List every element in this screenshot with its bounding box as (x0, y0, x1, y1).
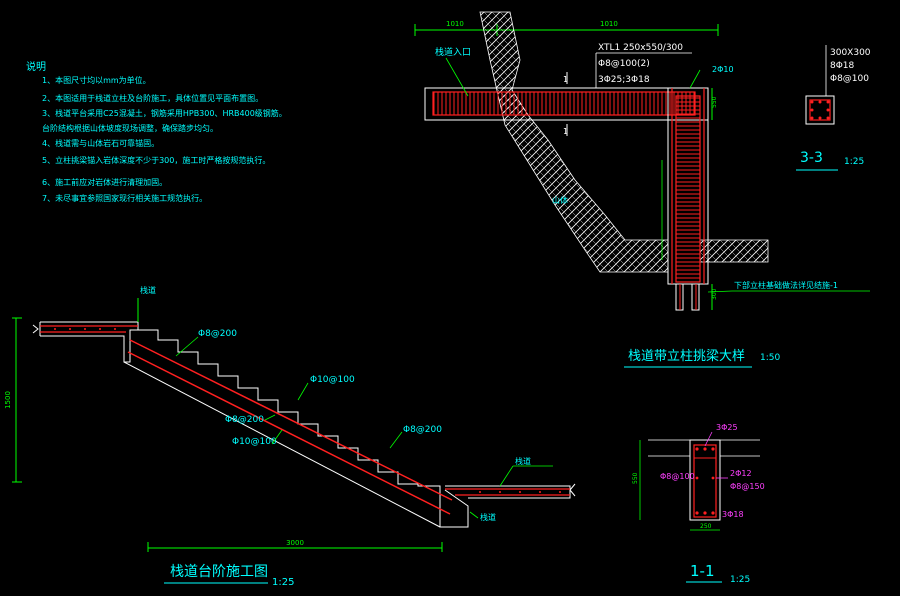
dim-vertical: 1500 (4, 317, 22, 483)
section11-bottom: 3Φ18 (722, 510, 744, 519)
label-stair-bottom: 栈道 (515, 456, 531, 466)
note-item: 2、本图适用于栈道立柱及台阶施工，具体位置见平面布置图。 (42, 93, 263, 103)
column-section (805, 95, 835, 125)
stair-section: 栈道 Φ8@200 Φ10@100 Φ8@200 Φ10@100 Φ8@200 … (4, 285, 576, 588)
rebar-label: Φ8@200 (225, 415, 264, 425)
section11-right: 2Φ12 (730, 469, 752, 478)
beam-detail: 1010 1010 1 1 栈道入口 XTL1 250x550/300 Φ8@1… (414, 11, 870, 368)
section11-dim-width: 250 (700, 523, 712, 530)
note-item: 台阶结构根据山体坡度现场调整，确保踏步均匀。 (42, 123, 218, 133)
section33-spec: Φ8@100 (830, 74, 869, 84)
design-notes: 说明 1、本图尺寸均以mm为单位。 2、本图适用于栈道立柱及台阶施工，具体位置见… (26, 60, 287, 203)
section-3-3: 300X300 8Φ18 Φ8@100 3-3 1:25 (796, 45, 871, 171)
beam-title: 栈道带立柱挑梁大样 (628, 349, 745, 364)
stair-rebar-bottom (127, 351, 451, 515)
beam-spec: XTL1 250x550/300 (598, 43, 683, 53)
rebar-label: Φ8@200 (403, 425, 442, 435)
section11-right: Φ8@150 (730, 482, 765, 491)
beam-scale: 1:50 (760, 353, 780, 363)
label-mountain: 山体 (552, 195, 568, 205)
section33-title: 3-3 (800, 150, 823, 166)
section33-spec: 8Φ18 (830, 61, 855, 71)
label-entrance: 栈道入口 (435, 46, 471, 58)
label-stair-bottom: 栈道 (480, 512, 496, 522)
stair-rebar-top (129, 339, 453, 501)
section11-title: 1-1 (690, 562, 715, 580)
section11-top: 3Φ25 (716, 423, 738, 432)
label-stair-top: 栈道 (140, 285, 156, 295)
dim-left: 1010 (446, 20, 464, 28)
dim-vertical-text: 1500 (4, 391, 12, 409)
note-item: 5、立柱挑梁锚入岩体深度不少于300，施工时严格按规范执行。 (42, 155, 270, 165)
section33-spec: 300X300 (830, 48, 871, 58)
notes-title: 说明 (26, 60, 46, 73)
stair-scale: 1:25 (272, 577, 294, 588)
dim-horizontal-text: 3000 (286, 539, 304, 547)
note-item: 7、未尽事宜参照国家现行相关施工规范执行。 (42, 193, 207, 203)
dim-side: 550 (711, 96, 718, 108)
section-1-1: 3Φ25 Φ8@100 2Φ12 Φ8@150 3Φ18 550 250 1-1… (632, 423, 765, 585)
note-item: 3、栈道平台采用C25混凝土，钢筋采用HPB300、HRB400级钢筋。 (42, 108, 287, 118)
beam-spec: 3Φ25;3Φ18 (598, 75, 650, 85)
beam-spec: Φ8@100(2) (598, 59, 650, 69)
section-marker: 1 (563, 127, 568, 136)
note-item: 1、本图尺寸均以mm为单位。 (42, 75, 151, 85)
section11-left: Φ8@100 (660, 472, 695, 481)
dim-right: 1010 (600, 20, 618, 28)
beam-spec: 2Φ10 (712, 65, 734, 74)
note-item: 4、栈道需与山体岩石可靠锚固。 (42, 138, 159, 148)
section-marker: 1 (563, 75, 568, 84)
beam-section (689, 439, 721, 521)
note-item: 6、施工前应对岩体进行清理加固。 (42, 177, 167, 187)
stair-title: 栈道台阶施工图 (170, 564, 268, 580)
section33-scale: 1:25 (844, 157, 864, 167)
rebar-label: Φ10@100 (310, 375, 355, 385)
beam-bottom-note: 下部立柱基础做法详见结施-1 (734, 280, 838, 290)
section11-scale: 1:25 (730, 575, 750, 585)
rebar-label: Φ8@200 (198, 329, 237, 339)
rebar-label: Φ10@100 (232, 437, 277, 447)
dim-horizontal: 3000 (147, 539, 443, 552)
dim-side: 300 (711, 288, 718, 300)
section11-dim-height: 550 (632, 472, 639, 484)
column (667, 87, 709, 285)
